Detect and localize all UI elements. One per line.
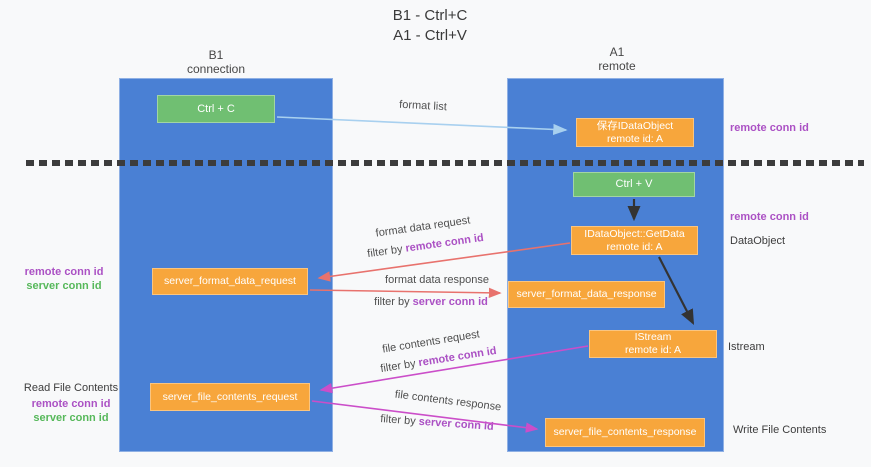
save-idataobject-box: 保存IDataObject remote id: A bbox=[576, 118, 694, 147]
flow-label-filter-server-1: filter by server conn id bbox=[361, 296, 501, 308]
left-server-conn-id: server conn id bbox=[26, 280, 102, 292]
lane-a1-name: A1 bbox=[609, 45, 625, 59]
flow-label-format-list: format list bbox=[398, 98, 448, 114]
server-format-data-response-box: server_format_data_response bbox=[508, 281, 665, 308]
server-format-data-request-box: server_format_data_request bbox=[152, 268, 308, 295]
server-format-data-response-label: server_format_data_response bbox=[516, 288, 657, 300]
remote-conn-id-text: remote conn id bbox=[404, 231, 485, 255]
lane-header-a1: A1 remote bbox=[561, 45, 673, 73]
annotation-read-file-contents: Read File Contents remote conn id server… bbox=[16, 381, 126, 425]
idataobject-getdata-box: IDataObject::GetData remote id: A bbox=[571, 226, 698, 255]
getdata-line1: IDataObject::GetData bbox=[584, 227, 685, 240]
diagram-title: B1 - Ctrl+C A1 - Ctrl+V bbox=[330, 6, 530, 46]
istream-line2: remote id: A bbox=[624, 344, 682, 356]
save-idataobject-line1: 保存IDataObject bbox=[596, 119, 674, 132]
read-file-contents-label: Read File Contents bbox=[23, 382, 119, 394]
ctrl-c-box: Ctrl + C bbox=[157, 95, 275, 123]
flow-label-file-contents-response: file contents response bbox=[394, 388, 502, 414]
ctrl-v-label: Ctrl + V bbox=[615, 178, 653, 190]
annotation-left-conn-ids-format: remote conn id server conn id bbox=[14, 265, 114, 293]
filter-by-text: filter by bbox=[379, 413, 420, 428]
filter-by-text: filter by bbox=[374, 296, 413, 308]
session-separator-line bbox=[26, 160, 864, 166]
flow-label-format-data-response: format data response bbox=[385, 274, 489, 286]
ctrl-v-box: Ctrl + V bbox=[573, 172, 695, 197]
lane-b1-name: B1 bbox=[208, 48, 224, 62]
annotation-remote-conn-id-mid: remote conn id bbox=[730, 211, 809, 223]
istream-line1: IStream bbox=[634, 331, 672, 343]
left-remote-conn-id: remote conn id bbox=[24, 266, 104, 278]
annotation-write-file-contents: Write File Contents bbox=[733, 424, 827, 436]
annotation-remote-conn-id-top: remote conn id bbox=[730, 122, 809, 134]
server-format-data-request-label: server_format_data_request bbox=[164, 275, 296, 287]
server-file-contents-request-box: server_file_contents_request bbox=[150, 383, 310, 411]
title-line-1: B1 - Ctrl+C bbox=[392, 7, 468, 24]
annotation-istream: Istream bbox=[728, 341, 765, 353]
save-idataobject-line2: remote id: A bbox=[606, 132, 664, 145]
server-file-contents-request-label: server_file_contents_request bbox=[162, 390, 298, 403]
server-file-contents-response-label: server_file_contents_response bbox=[553, 426, 697, 438]
getdata-line2: remote id: A bbox=[606, 240, 663, 253]
lane-a1-sub: remote bbox=[598, 59, 636, 73]
flow-label-filter-server-2: filter by server conn id bbox=[367, 412, 507, 434]
istream-box: IStream remote id: A bbox=[589, 330, 717, 358]
lane-header-b1: B1 connection bbox=[160, 48, 272, 76]
left-server-conn-id: server conn id bbox=[33, 412, 109, 424]
left-remote-conn-id: remote conn id bbox=[31, 398, 111, 410]
server-conn-id-text: server conn id bbox=[418, 415, 495, 433]
filter-by-text: filter by bbox=[379, 357, 420, 376]
filter-by-text: filter by bbox=[366, 242, 407, 261]
remote-conn-id-text: remote conn id bbox=[417, 344, 498, 370]
lane-b1-sub: connection bbox=[186, 62, 246, 76]
arrow-format-data-response bbox=[309, 287, 502, 299]
server-file-contents-response-box: server_file_contents_response bbox=[545, 418, 705, 447]
server-conn-id-text: server conn id bbox=[412, 296, 488, 308]
ctrl-c-label: Ctrl + C bbox=[197, 102, 235, 115]
title-line-2: A1 - Ctrl+V bbox=[393, 27, 467, 44]
annotation-dataobject: DataObject bbox=[730, 235, 786, 247]
